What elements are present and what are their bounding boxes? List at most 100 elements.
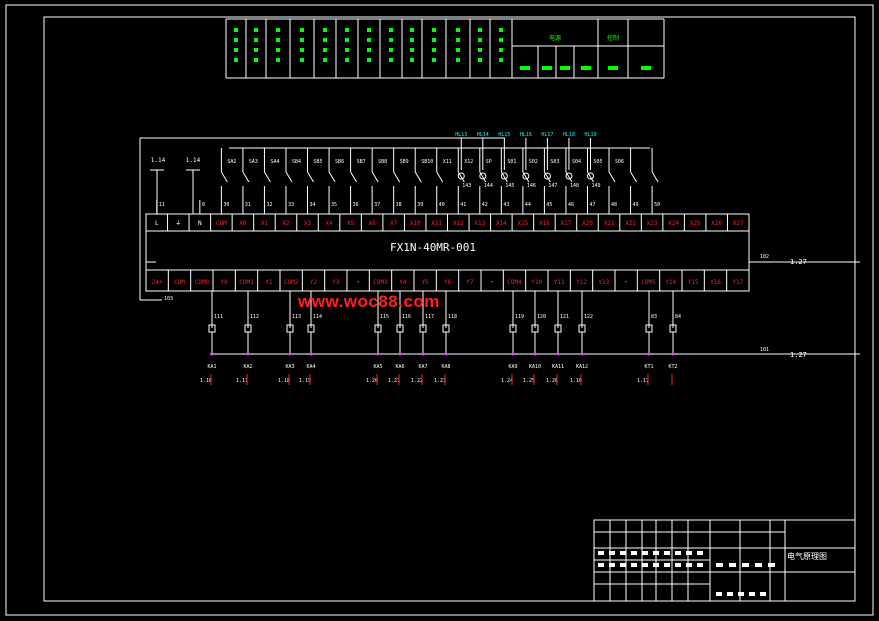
header-sub-glyph [560, 66, 570, 70]
header-glyph [432, 48, 436, 52]
header-glyph [367, 28, 371, 32]
tb-glyph [697, 551, 703, 555]
header-glyph [276, 58, 280, 62]
header-glyph [345, 28, 349, 32]
input-terminal-label: ⏚ [175, 220, 181, 227]
switch-label: S06 [615, 159, 624, 165]
tb-glyph [664, 563, 670, 567]
header-glyph [432, 28, 436, 32]
bus-bottom-number: 101 [760, 347, 769, 353]
switch-label: SA3 [249, 159, 258, 165]
input-terminal-label: X6 [369, 220, 377, 227]
output-terminal-label: Y0 [221, 279, 229, 286]
switch-blade [393, 171, 401, 183]
header-glyph [410, 28, 414, 32]
output-terminal-label: • [490, 279, 494, 286]
output-wire-number: 114 [313, 314, 322, 320]
tb-glyph [686, 563, 692, 567]
header-glyph [389, 28, 393, 32]
header-glyph [389, 58, 393, 62]
coil-label: KA1 [207, 364, 216, 370]
tb-glyph [598, 563, 604, 567]
tb-glyph [664, 551, 670, 555]
lamp-label: HL13 [455, 132, 467, 138]
coil-ref: 1.16 [570, 378, 582, 384]
input-terminal-label: X24 [668, 220, 679, 227]
output-terminal-label: COM [174, 279, 185, 286]
input-terminal-label: N [198, 220, 202, 227]
output-wire-number: 83 [651, 314, 657, 320]
header-glyph [389, 48, 393, 52]
tb-glyph [631, 551, 637, 555]
input-terminal-label: X3 [304, 220, 312, 227]
output-terminal-label: COM0 [195, 279, 210, 286]
header-glyph [456, 58, 460, 62]
lamp-symbol [565, 172, 573, 180]
header-group-a: 电源 [549, 34, 561, 42]
switch-label: SB5 [314, 159, 323, 165]
coil-label: KA12 [576, 364, 588, 370]
inner-border [43, 16, 856, 602]
tb-glyph [642, 563, 648, 567]
coil-ref: 1.18 [278, 378, 290, 384]
switch-blade [328, 171, 336, 183]
input-wire-number: 49 [633, 202, 639, 208]
output-terminal-label: Y2 [310, 279, 318, 286]
input-terminal-label: X12 [453, 220, 464, 227]
input-wire-number: 11 [159, 202, 165, 208]
output-wire-number: 119 [515, 314, 524, 320]
input-wire-number: 0 [202, 202, 205, 208]
header-glyph [456, 28, 460, 32]
input-wire-number: 31 [245, 202, 251, 208]
input-terminal-label: X14 [496, 220, 507, 227]
input-terminal-label: X20 [582, 220, 593, 227]
input-terminal-label: X1 [261, 220, 269, 227]
lamp-label: HL17 [541, 132, 553, 138]
input-wire-number: 41 [460, 202, 466, 208]
switch-label: S04 [572, 159, 581, 165]
header-glyph [254, 28, 258, 32]
output-terminal-label: • [356, 279, 360, 286]
switch-blade [436, 171, 444, 183]
header-glyph [389, 38, 393, 42]
tb-glyph [768, 563, 775, 567]
lamp-label: HL16 [520, 132, 532, 138]
output-terminal-label: Y15 [688, 279, 699, 286]
switch-label: SB9 [400, 159, 409, 165]
lamp-node-label: 146 [527, 183, 536, 189]
header-glyph [345, 38, 349, 42]
supply-ref-1: 1.14 [151, 157, 166, 164]
header-glyph [323, 38, 327, 42]
watermark: www.woc88.com [298, 292, 440, 311]
coil-ref: 1.17 [236, 378, 248, 384]
coil-ref: 1.25 [523, 378, 535, 384]
header-glyph [276, 38, 280, 42]
switch-blade [371, 171, 379, 183]
tb-glyph [742, 563, 749, 567]
input-terminal-label: X0 [239, 220, 247, 227]
tb-glyph [675, 551, 681, 555]
switch-label: S03 [550, 159, 559, 165]
input-wire-number: 44 [525, 202, 531, 208]
lamp-label: HL19 [584, 132, 596, 138]
header-glyph [499, 38, 503, 42]
header-glyph [499, 58, 503, 62]
tb-glyph [620, 551, 626, 555]
coil-label: KA10 [529, 364, 541, 370]
header-glyph [300, 28, 304, 32]
lamp-node-label: 144 [484, 183, 493, 189]
switch-blade [414, 171, 422, 183]
lamp-symbol [479, 172, 487, 180]
switch-label: SB10 [421, 159, 433, 165]
coil-label: KA9 [508, 364, 517, 370]
header-glyph [345, 58, 349, 62]
input-wire-number: 42 [482, 202, 488, 208]
input-wire-number: 39 [417, 202, 423, 208]
output-terminal-label: Y11 [554, 279, 565, 286]
tb-glyph [653, 563, 659, 567]
header-glyph [478, 38, 482, 42]
output-terminal-label: Y17 [732, 279, 743, 286]
coil-label: KA11 [552, 364, 564, 370]
header-sub-glyph [641, 66, 651, 70]
input-wire-number: 40 [439, 202, 445, 208]
